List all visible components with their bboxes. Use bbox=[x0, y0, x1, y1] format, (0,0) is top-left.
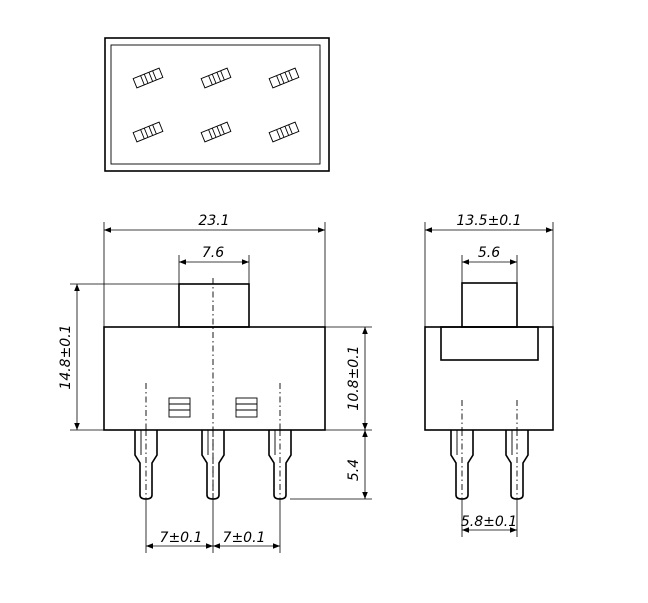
dim-front-width: 23.1 bbox=[198, 213, 229, 229]
window-left bbox=[168, 397, 191, 418]
side-pin-left bbox=[450, 430, 474, 500]
actuator bbox=[178, 283, 250, 328]
dim-total-height: 14.8±0.1 bbox=[58, 324, 74, 389]
dim-actuator-width: 7.6 bbox=[202, 245, 224, 261]
side-pins bbox=[450, 430, 529, 500]
pin-middle bbox=[201, 430, 225, 500]
window-right bbox=[235, 397, 258, 418]
side-body bbox=[424, 326, 554, 431]
top-view bbox=[104, 37, 330, 172]
pin-left bbox=[134, 430, 158, 500]
front-dimensions: 23.1 7.6 14.8±0.1 10.8±0.1 5.4 7±0.1 7±0… bbox=[58, 213, 372, 553]
side-view bbox=[424, 282, 554, 500]
dim-side-actuator-width: 5.6 bbox=[478, 245, 500, 261]
dim-side-pin-spacing: 5.8±0.1 bbox=[461, 514, 517, 530]
dim-body-height: 10.8±0.1 bbox=[346, 345, 362, 410]
terminal-6 bbox=[268, 121, 300, 143]
side-pin-right bbox=[505, 430, 529, 500]
top-view-terminals bbox=[132, 67, 300, 143]
front-pins bbox=[134, 430, 292, 500]
terminal-2 bbox=[200, 67, 232, 89]
pin-right bbox=[268, 430, 292, 500]
dim-pitch-right: 7±0.1 bbox=[223, 530, 266, 546]
terminal-1 bbox=[132, 67, 164, 89]
terminal-3 bbox=[268, 67, 300, 89]
side-actuator bbox=[461, 282, 518, 328]
dim-side-width: 13.5±0.1 bbox=[456, 213, 521, 229]
dim-pitch-left: 7±0.1 bbox=[160, 530, 203, 546]
dim-pin-length: 5.4 bbox=[346, 459, 362, 481]
terminal-5 bbox=[200, 121, 232, 143]
side-dimensions: 13.5±0.1 5.6 5.8±0.1 bbox=[424, 213, 554, 537]
side-slot bbox=[440, 326, 539, 361]
switch-body bbox=[103, 326, 326, 431]
front-view bbox=[103, 278, 326, 500]
terminal-4 bbox=[132, 121, 164, 143]
